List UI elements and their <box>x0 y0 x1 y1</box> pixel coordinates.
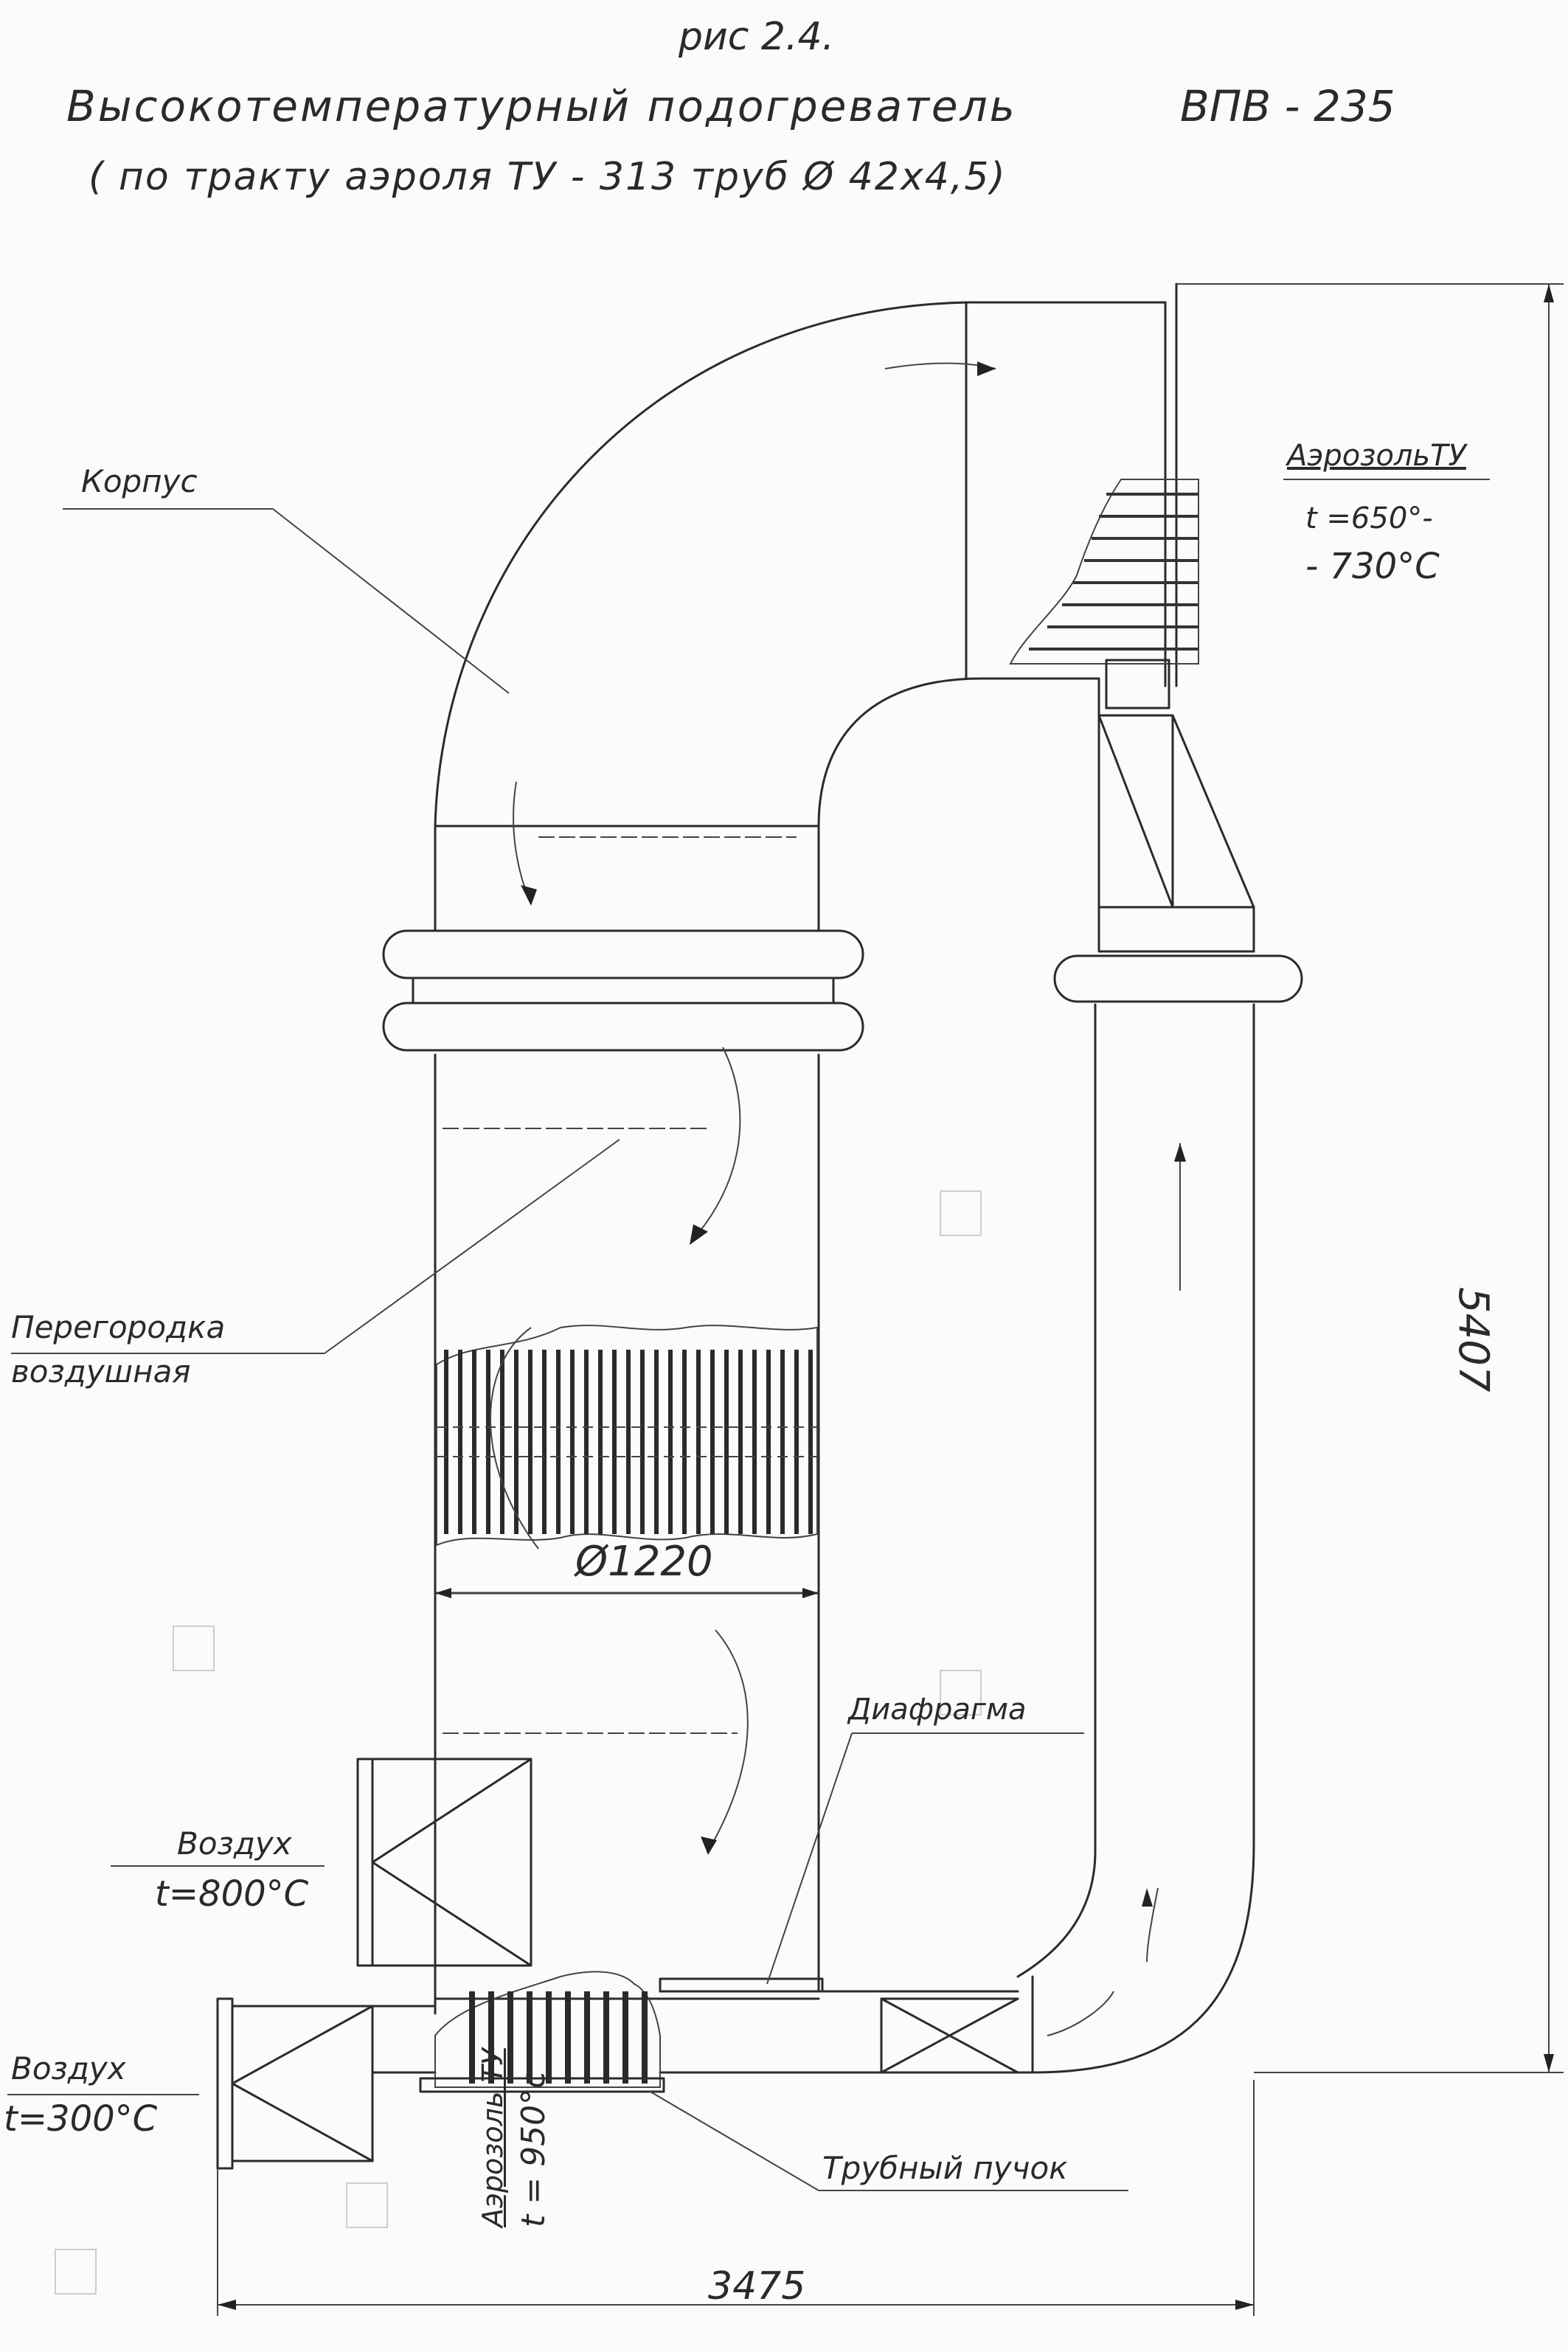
middle-tube-bundle <box>436 1325 818 1547</box>
flow-arrows <box>490 361 1186 2036</box>
dimension-height: 5407 <box>1449 1287 1497 1392</box>
label-trubny-puchok: Трубный пучок <box>822 2150 1068 2186</box>
aerosol-out-name: АэрозольТУ <box>1287 439 1466 473</box>
aerosol-in-label: Аэрозоль ТУ t = 950°c <box>472 2048 555 2227</box>
label-korpus: Корпус <box>81 463 198 499</box>
bellows-left <box>382 929 864 1052</box>
dimension-lines <box>217 283 1564 2316</box>
return-duct <box>659 677 1303 2074</box>
title-name: Высокотемпературный подогреватель <box>66 81 1017 131</box>
label-peregorodka-2: воздушная <box>11 1353 191 1390</box>
main-shell <box>434 282 1178 2015</box>
aerosol-in-name: Аэрозоль ТУ <box>476 2048 509 2227</box>
label-peregorodka-1: Перегородка <box>11 1309 226 1345</box>
leader-lines <box>7 479 1490 2191</box>
air-in-name: Воздух <box>11 2050 126 2086</box>
figure-number: рис 2.4. <box>679 15 835 59</box>
air-baffles <box>443 836 797 1734</box>
title-subtitle: ( по тракту аэроля ТУ - 313 труб Ø 42х4,… <box>89 155 1007 199</box>
lower-tube-bundle <box>419 1971 665 2093</box>
label-diafragma: Диафрагма <box>848 1693 1027 1727</box>
air-out-name: Воздух <box>177 1825 292 1862</box>
air-outlet-cone <box>356 1758 533 1967</box>
title-code: ВПВ - 235 <box>1180 81 1395 131</box>
dimension-width: 3475 <box>708 2264 806 2308</box>
aerosol-in-temp: t = 950°c <box>515 2070 552 2227</box>
upper-tube-stack <box>1009 479 1199 710</box>
aerosol-out-temp1: t =650°- <box>1305 502 1433 535</box>
scan-marks <box>55 1190 982 2294</box>
air-out-temp: t=800°C <box>155 1873 309 1915</box>
dimension-diameter: Ø1220 <box>575 1538 713 1586</box>
aerosol-out-temp2: - 730°C <box>1305 546 1440 587</box>
air-inlet-cone <box>216 1997 437 2170</box>
air-in-temp: t=300°C <box>4 2098 158 2140</box>
